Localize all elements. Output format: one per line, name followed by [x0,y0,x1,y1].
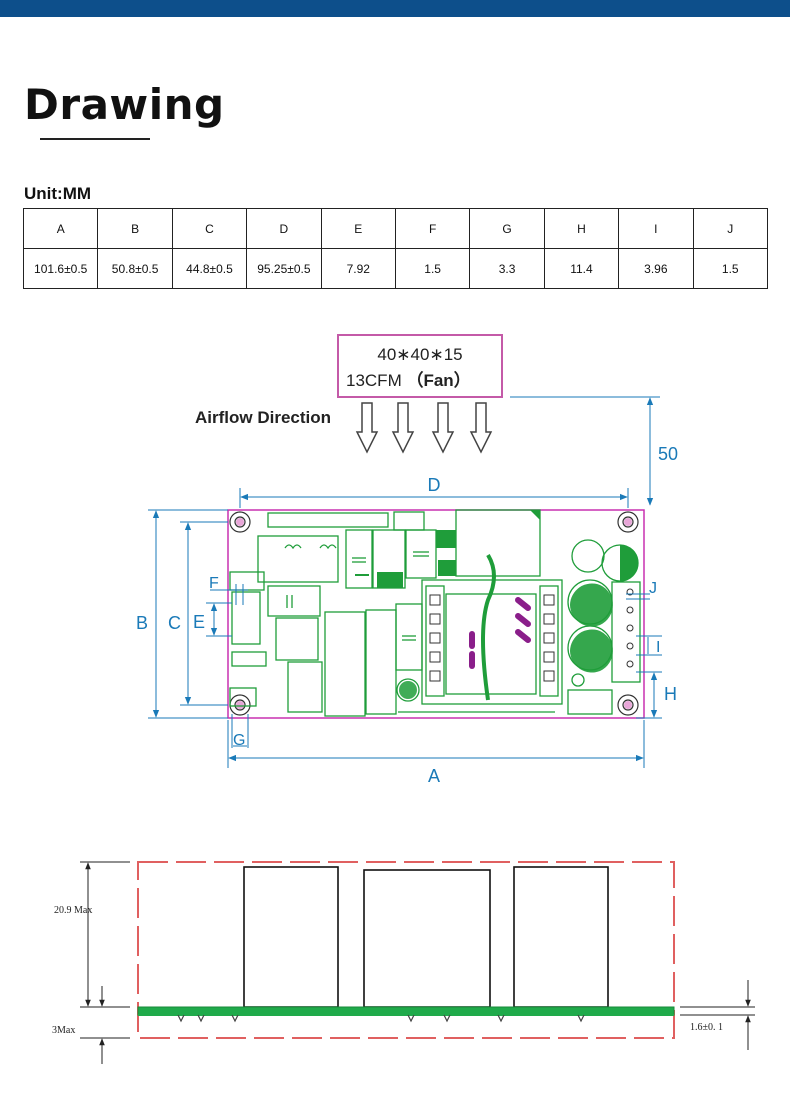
fan-size-text: 40∗40∗15 [377,345,462,364]
table-header-cell: F [394,208,471,249]
dim-b-label: B [136,613,148,633]
page-title: Drawing [24,80,225,129]
table-cell: 44.8±0.5 [171,248,248,289]
technical-drawing: 40∗40∗15 13CFM （Fan） Airflow Direction 5… [52,334,755,1064]
title-underline [40,138,150,140]
table-cell: 3.3 [469,248,545,289]
top-banner [0,0,790,17]
dim-g-label: G [233,732,245,749]
table-cell: 101.6±0.5 [22,248,99,289]
dim-b: B [136,509,228,719]
dim-i-label: I [656,639,660,656]
airflow-label: Airflow Direction [195,408,331,427]
dim-50: 50 [510,396,678,506]
dim-d-label: D [428,475,441,495]
table-row: 101.6±0.5 50.8±0.5 44.8±0.5 95.25±0.5 7.… [22,248,769,289]
airflow-arrow-icon [391,402,415,454]
dim-a: A [227,720,645,786]
table-header-row: A B C D E F G H I J [22,208,769,249]
table-cell: 1.5 [692,248,769,289]
board-thickness-label: 1.6±0. 1 [690,1022,723,1033]
table-cell: 50.8±0.5 [97,248,173,289]
dim-e: E [193,602,232,637]
table-cell: 95.25±0.5 [246,248,322,289]
dim-i: I [636,635,662,656]
table-header-cell: C [171,208,248,249]
dim-a-label: A [428,766,440,786]
height-label: 20.9 Max [54,905,92,916]
dim-g: G [231,714,249,749]
table-header-cell: D [246,208,322,249]
airflow-arrow-icon [355,402,379,454]
bottom-clearance-label: 3Max [52,1025,75,1036]
airflow-arrow-icon [431,402,455,454]
table-cell: 1.5 [394,248,471,289]
dim-h: H [636,671,677,719]
dim-50-label: 50 [658,444,678,464]
table-header-cell: J [692,208,769,249]
dim-j: J [626,580,657,600]
side-view: 20.9 Max 3Max 1.6±0. 1 [52,861,755,1064]
dim-d: D [239,475,629,508]
dim-c: C [168,521,228,706]
airflow-arrow-icon [469,402,493,454]
dim-h-label: H [664,684,677,704]
dim-f-label: F [209,575,219,592]
table-header-cell: G [469,208,545,249]
table-header-cell: H [543,208,620,249]
table-header-cell: I [618,208,694,249]
dim-j-label: J [649,580,657,597]
table-cell: 11.4 [543,248,620,289]
unit-label: Unit:MM [24,184,92,203]
dim-f: F [209,575,248,605]
table-cell: 3.96 [618,248,694,289]
fan-spec-box: 40∗40∗15 13CFM （Fan） [337,334,503,398]
pcb-top-view [227,509,645,719]
airflow-arrows [355,402,493,454]
table-header-cell: A [22,208,99,249]
table-header-cell: B [97,208,173,249]
dim-c-label: C [168,613,181,633]
fan-cfm-text: 13CFM （Fan） [346,370,471,390]
table-cell: 7.92 [320,248,396,289]
dimension-table: A B C D E F G H I J 101.6±0.5 50.8±0.5 4… [22,208,769,289]
table-header-cell: E [320,208,396,249]
dim-e-label: E [193,612,205,632]
